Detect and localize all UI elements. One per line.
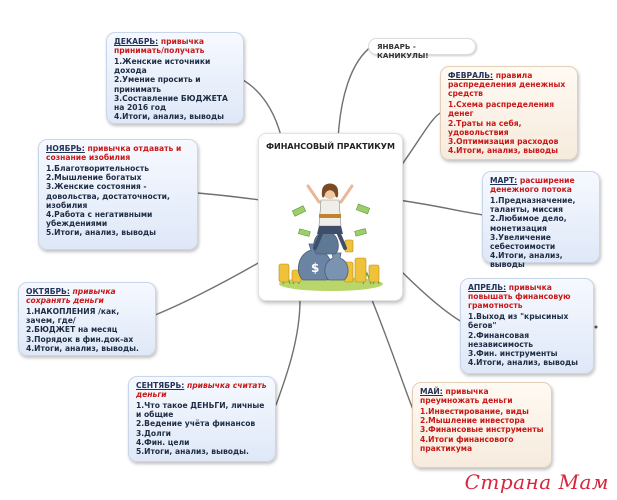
node-february[interactable]: ФЕВРАЛЬ: правила распределения денежных … — [440, 66, 578, 160]
april-item-2: 2.Финансовая независимость — [468, 330, 534, 349]
november-item-3: 3.Женские состояния - довольства, достат… — [46, 182, 170, 210]
february-item-3: 3.Оптимизация расходов — [448, 136, 559, 146]
october-item-4: 4.Итоги, анализ, выводы. — [26, 343, 139, 353]
april-item-1: 1.Выход из "крысиных бегов" — [468, 312, 569, 331]
december-item-3: 3.Составление БЮДЖЕТА на 2016 год — [114, 93, 228, 112]
november-item-1: 1.Благотворительность — [46, 164, 150, 174]
central-topic[interactable]: ФИНАНСОВЫЙ ПРАКТИКУМ $ — [258, 133, 403, 301]
may-item-3: 3.Финансовые инструменты — [420, 425, 544, 435]
march-item-3: 3.Увеличение себестоимости — [490, 232, 556, 251]
january-label: ЯНВАРЬ - КАНИКУЛЫ! — [377, 42, 429, 60]
september-habit: привычка считать деньги — [136, 381, 267, 400]
node-may[interactable]: МАЙ: привычка преумножать деньги 1.Инвес… — [412, 382, 552, 468]
february-item-2: 2.Траты на себя, удовольствия — [448, 118, 522, 137]
september-item-3: 3.Долги — [136, 428, 171, 438]
december-item-2: 2.Умение просить и принимать — [114, 75, 201, 94]
march-item-1: 1.Предназначение, таланты, миссия — [490, 196, 576, 215]
september-month: СЕНТЯБРЬ: — [136, 381, 185, 390]
march-item-2: 2.Любимое дело, монетизация — [490, 214, 567, 233]
node-march[interactable]: МАРТ: расширение денежного потока 1.Пред… — [482, 171, 600, 269]
october-item-3: 3.Порядок в фин.док-ах — [26, 334, 134, 344]
october-habit: привычка сохранять деньги — [26, 287, 116, 306]
node-april[interactable]: АПРЕЛЬ: привычка повышать финансовую гра… — [460, 278, 594, 374]
september-item-4: 4.Фин. цели — [136, 437, 190, 447]
february-habit: правила распределения денежных средств — [448, 71, 566, 99]
woman-on-money-illustration: $ — [278, 183, 383, 291]
may-month: МАЙ: — [420, 387, 443, 396]
september-item-5: 5.Итоги, анализ, выводы. — [136, 446, 249, 456]
node-october[interactable]: ОКТЯБРЬ: привычка сохранять деньги 1.НАК… — [18, 282, 156, 356]
may-item-1: 1.Инвестирование, виды — [420, 407, 529, 417]
link-november — [196, 192, 261, 201]
november-item-5: 5.Итоги, анализ, выводы — [46, 227, 156, 237]
october-item-2: 2.БЮДЖЕТ на месяц — [26, 325, 118, 335]
link-may — [371, 299, 415, 413]
node-september[interactable]: СЕНТЯБРЬ: привычка считать деньги 1.Что … — [128, 376, 276, 462]
december-item-4: 4.Итоги, анализ, выводы — [114, 111, 224, 121]
december-habit: привычка принимать/получать — [114, 37, 205, 56]
link-february — [397, 111, 443, 171]
october-month: ОКТЯБРЬ: — [26, 287, 70, 296]
march-habit: расширение денежного потока — [490, 176, 575, 195]
february-item-4: 4.Итоги, анализ, выводы — [448, 145, 558, 155]
april-item-3: 3.Фин. инструменты — [468, 348, 558, 358]
link-december — [242, 79, 283, 141]
node-november[interactable]: НОЯБРЬ: привычка отдавать и сознание изо… — [38, 139, 198, 250]
central-title: ФИНАНСОВЫЙ ПРАКТИКУМ — [266, 142, 395, 151]
svg-text:$: $ — [311, 261, 319, 275]
december-item-1: 1.Женские источники дохода — [114, 57, 211, 76]
link-october — [154, 261, 261, 316]
link-march — [397, 199, 485, 216]
september-item-1: 1.Что такое ДЕНЬГИ, личные и общие — [136, 401, 265, 420]
november-month: НОЯБРЬ: — [46, 144, 85, 153]
september-item-2: 2.Ведение учёта финансов — [136, 419, 256, 429]
link-january — [337, 45, 373, 141]
node-december[interactable]: ДЕКАБРЬ: привычка принимать/получать 1.Ж… — [106, 32, 244, 124]
february-item-1: 1.Схема распределения денег — [448, 100, 555, 119]
april-month: АПРЕЛЬ: — [468, 283, 507, 292]
may-item-4: 4.Итоги финансового практикума — [420, 434, 514, 453]
may-habit: привычка преумножать деньги — [420, 387, 513, 406]
march-item-4: 4.Итоги, анализ, выводы — [490, 250, 563, 269]
october-item-1: 1.НАКОПЛЕНИЯ /как, зачем, где/ — [26, 307, 120, 326]
december-month: ДЕКАБРЬ: — [114, 37, 159, 46]
april-item-4: 4.Итоги, анализ, выводы — [468, 357, 578, 367]
link-dot — [594, 325, 598, 329]
november-habit: привычка отдавать и сознание изобилия — [46, 144, 182, 163]
march-month: МАРТ: — [490, 176, 518, 185]
watermark-logo: Страна Мам — [464, 470, 609, 494]
november-item-4: 4.Работа с негативными убеждениями — [46, 209, 153, 228]
february-month: ФЕВРАЛЬ: — [448, 71, 494, 80]
node-january[interactable]: ЯНВАРЬ - КАНИКУЛЫ! — [368, 38, 476, 60]
november-item-2: 2.Мышление богатых — [46, 173, 142, 183]
may-item-2: 2.Мышление инвестора — [420, 416, 525, 426]
april-habit: привычка повышать финансовую грамотность — [468, 283, 571, 311]
link-april — [397, 267, 463, 323]
link-september — [275, 299, 301, 406]
